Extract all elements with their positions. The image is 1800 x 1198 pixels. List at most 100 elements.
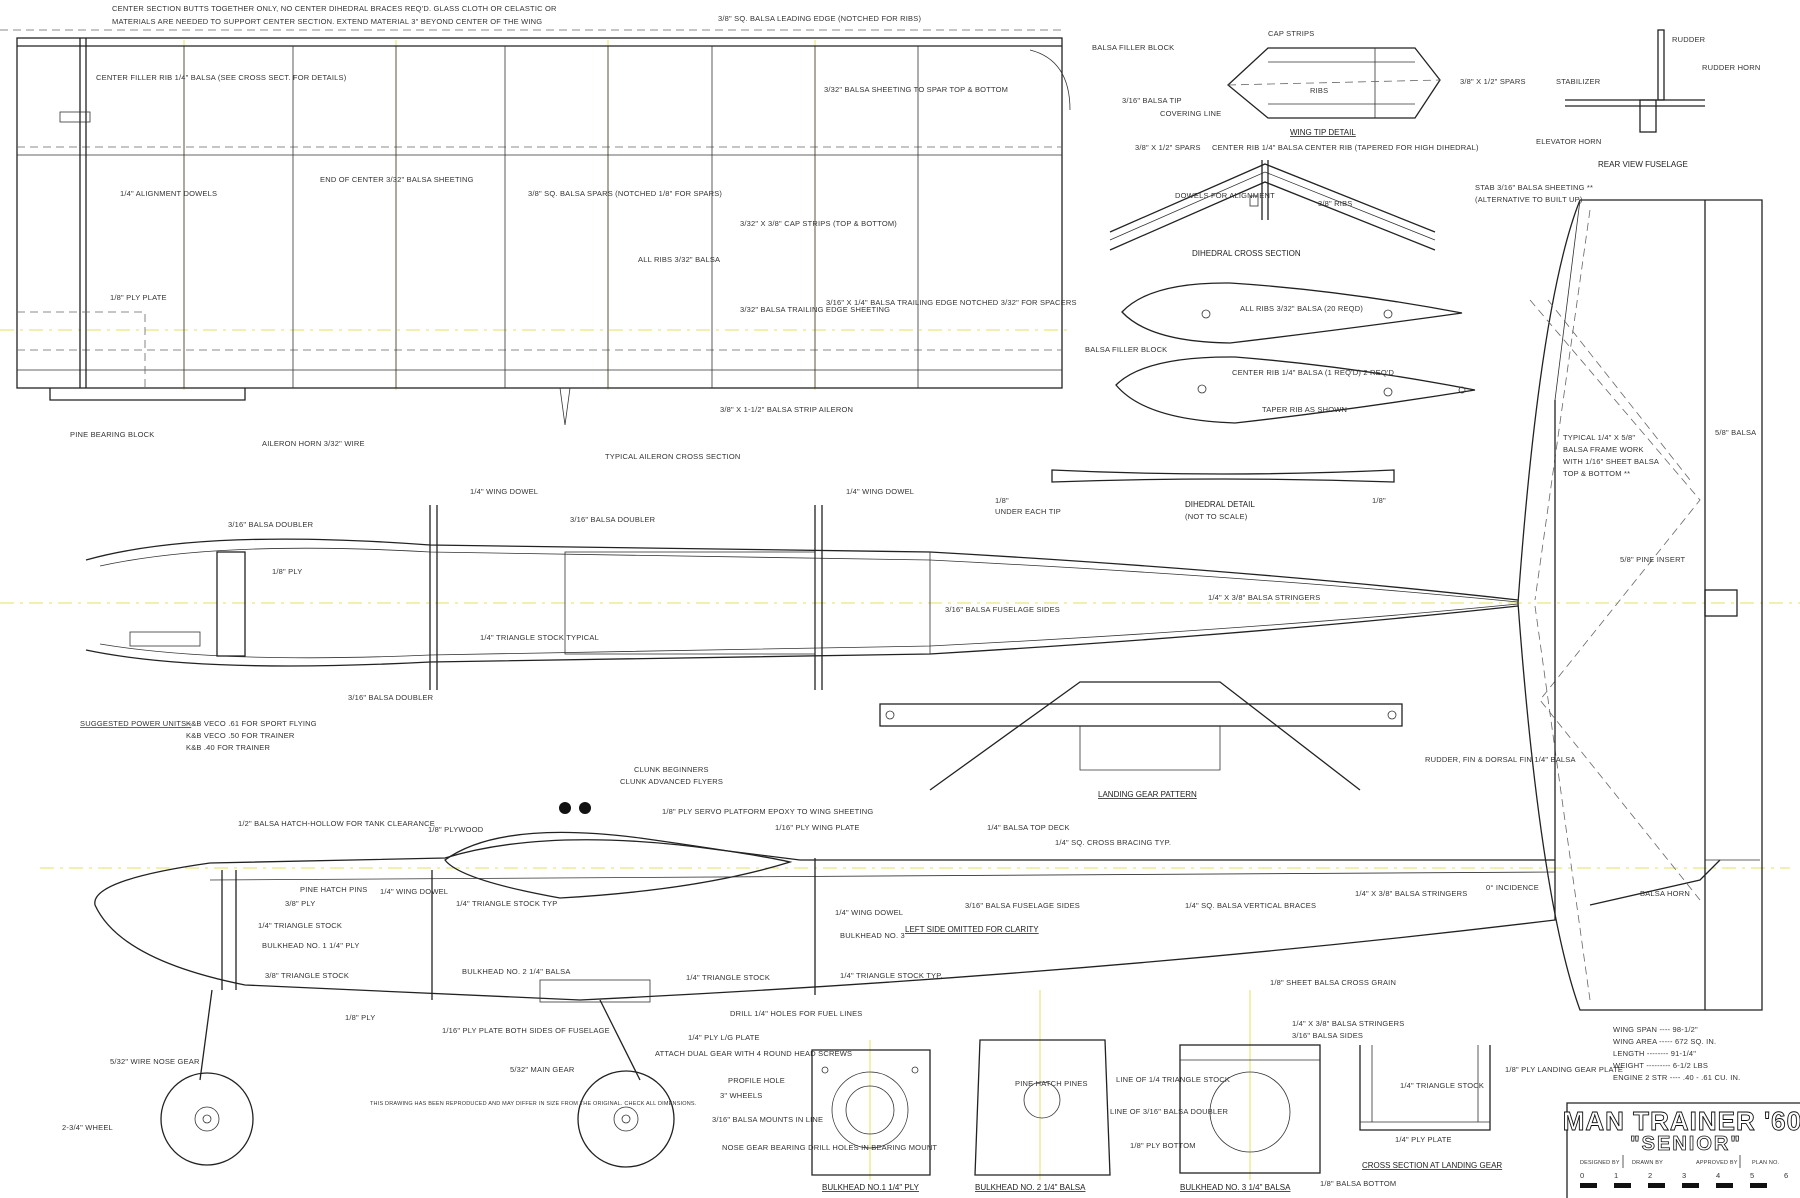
power-unit-item: K&B VECO .50 FOR TRAINER (186, 731, 295, 740)
side-label: BULKHEAD NO. 3 (840, 931, 905, 940)
wing-label: 3/8" SQ. BALSA SPARS (NOTCHED 1/8" FOR S… (528, 189, 722, 198)
dihedral-cross-title: DIHEDRAL CROSS SECTION (1192, 249, 1301, 258)
dihedral-label: DOWELS FOR ALIGNMENT (1175, 191, 1275, 200)
side-label: 1/4" TRIANGLE STOCK TYP (456, 899, 557, 908)
bulkhead-label: 1/4" X 3/8" BALSA STRINGERS (1292, 1019, 1404, 1028)
top-view-label: 1/4" TRIANGLE STOCK TYPICAL (480, 633, 599, 642)
side-label: 1/8" SHEET BALSA CROSS GRAIN (1270, 978, 1396, 987)
wing-label: 3/32" X 3/8" CAP STRIPS (TOP & BOTTOM) (740, 219, 897, 228)
rib-label: CENTER RIB 1/4" BALSA (1 REQ'D) 2 REQ'D (1232, 368, 1395, 377)
bulkhead-no1 (811, 1049, 931, 1176)
bulkhead-label: DRILL 1/4" HOLES FOR FUEL LINES (730, 1009, 863, 1018)
side-label: 5/32" MAIN GEAR (510, 1065, 575, 1074)
scale-tick-label: 6 (1784, 1171, 1788, 1180)
wing-label: 1/4" ALIGNMENT DOWELS (120, 189, 217, 198)
wing-label: TYPICAL AILERON CROSS SECTION (605, 452, 741, 461)
wing-tip-label: CAP STRIPS (1268, 29, 1314, 38)
bulkhead-label: PROFILE HOLE (728, 1076, 785, 1085)
side-label: 1/4" PLY L/G PLATE (688, 1033, 760, 1042)
top-view-label: 1/4" X 3/8" BALSA STRINGERS (1208, 593, 1320, 602)
dihedral-detail-label: 1/8" (1372, 496, 1386, 505)
scale-tick-label: 5 (1750, 1171, 1754, 1180)
title-cell: DRAWN BY (1632, 1160, 1663, 1166)
landing-gear-title: LANDING GEAR PATTERN (1098, 790, 1197, 799)
specifications: WING SPAN ---- 98-1/2" WING AREA ----- 6… (1613, 1025, 1740, 1082)
plan-subtitle: "SENIOR" (1630, 1133, 1742, 1155)
wing-tip-label: COVERING LINE (1160, 109, 1221, 118)
dihedral-detail-title: DIHEDRAL DETAIL (1185, 500, 1255, 509)
wing-label: CENTER FILLER RIB 1/4" BALSA (SEE CROSS … (96, 73, 347, 82)
side-label: 2-3/4" WHEEL (62, 1123, 113, 1132)
bulkhead-label: 1/4" TRIANGLE STOCK (1400, 1081, 1484, 1090)
spec-engine: ENGINE 2 STR ---- .40 - .61 CU. IN. (1613, 1073, 1740, 1082)
stab-label: STAB 3/16" BALSA SHEETING ** (1475, 183, 1593, 192)
wing-tip-title: WING TIP DETAIL (1290, 128, 1356, 137)
scale-tick-label: 1 (1614, 1171, 1618, 1180)
side-label: 1/4" TRIANGLE STOCK TYP. (840, 971, 943, 980)
bulkhead-label: NOSE GEAR BEARING DRILL HOLES IN BEARING… (722, 1143, 937, 1152)
side-label: 3/8" TRIANGLE STOCK (265, 971, 349, 980)
bulkhead-1-title: BULKHEAD NO.1 1/4" PLY (822, 1183, 920, 1192)
fuselage-top-view (85, 505, 1519, 690)
wing-tip-detail (1227, 47, 1441, 119)
top-view-label: 3/16" BALSA FUSELAGE SIDES (945, 605, 1060, 614)
spec-weight: WEIGHT --------- 6-1/2 LBS (1613, 1061, 1708, 1070)
top-view-label: 1/4" WING DOWEL (846, 487, 914, 496)
top-view-label: 1/8" PLY (272, 567, 302, 576)
side-label: 3/16" BALSA FUSELAGE SIDES (965, 901, 1080, 910)
side-label: CLUNK BEGINNERS (634, 765, 709, 774)
side-label: BULKHEAD NO. 2 1/4" BALSA (462, 967, 571, 976)
stab-label: (ALTERNATIVE TO BUILT UP) (1475, 195, 1583, 204)
side-label: 3/8" PLY (285, 899, 315, 908)
wing-label: BALSA FILLER BLOCK (1085, 345, 1167, 354)
power-unit-item: K&B .40 FOR TRAINER (186, 743, 270, 752)
dihedral-detail-label: UNDER EACH TIP (995, 507, 1061, 516)
cross-section-landing-gear (1359, 1045, 1491, 1131)
rib-profiles (1115, 282, 1476, 424)
side-label: 1/8" PLY SERVO PLATFORM EPOXY TO WING SH… (662, 807, 873, 816)
side-label: BULKHEAD NO. 1 1/4" PLY (262, 941, 360, 950)
dihedral-detail-subtitle: (NOT TO SCALE) (1185, 512, 1248, 521)
wing-label: AILERON HORN 3/32" WIRE (262, 439, 365, 448)
side-label: 1/4" SQ. BALSA VERTICAL BRACES (1185, 901, 1316, 910)
spec-length: LENGTH -------- 91-1/4" (1613, 1049, 1696, 1058)
bulkhead-no3 (1179, 1044, 1321, 1174)
title-cell: DESIGNED BY (1580, 1160, 1620, 1166)
stab-label: TOP & BOTTOM ** (1563, 469, 1630, 478)
rear-view-label: STABILIZER (1556, 77, 1601, 86)
wing-label: 3/16" X 1/4" BALSA TRAILING EDGE NOTCHED… (826, 298, 1077, 307)
side-label: BALSA HORN (1640, 889, 1690, 898)
side-label: 1/2" BALSA HATCH-HOLLOW FOR TANK CLEARAN… (238, 819, 435, 828)
rear-view-label: RUDDER (1672, 35, 1706, 44)
rear-view-fuselage (1565, 29, 1705, 133)
side-label: 5/32" WIRE NOSE GEAR (110, 1057, 200, 1066)
side-label: CLUNK ADVANCED FLYERS (620, 777, 723, 786)
side-label: 1/16" PLY PLATE BOTH SIDES OF FUSELAGE (442, 1026, 610, 1035)
side-label: 1/4" WING DOWEL (380, 887, 448, 896)
spec-wing-area: WING AREA ----- 672 SQ. IN. (1613, 1037, 1716, 1046)
wing-plan (0, 29, 1071, 426)
title-block: MAN TRAINER '60' "SENIOR" DESIGNED BY DR… (1562, 1102, 1800, 1198)
plan-title: MAN TRAINER '60' (1563, 1106, 1800, 1136)
rib-label: ALL RIBS 3/32" BALSA (20 REQD) (1240, 304, 1363, 313)
bulkhead-label: 1/4" PLY PLATE (1395, 1135, 1452, 1144)
bulkhead-3-title: BULKHEAD NO. 3 1/4" BALSA (1180, 1183, 1291, 1192)
reproduction-note: THIS DRAWING HAS BEEN REPRODUCED AND MAY… (370, 1101, 697, 1107)
bulkhead-label: 1/8" BALSA BOTTOM (1320, 1179, 1396, 1188)
bulkhead-label: LINE OF 3/16" BALSA DOUBLER (1110, 1107, 1228, 1116)
wing-tip-label: 3/16" BALSA TIP (1122, 96, 1182, 105)
landing-gear-pattern (879, 681, 1403, 791)
side-label: 1/4" BALSA TOP DECK (987, 823, 1070, 832)
rib-label: TAPER RIB AS SHOWN (1262, 405, 1347, 414)
side-label: 1/16" PLY WING PLATE (775, 823, 860, 832)
top-view-label: 3/16" BALSA DOUBLER (348, 693, 434, 702)
stab-label: 5/8" BALSA (1715, 428, 1756, 437)
wing-label: 3/32" BALSA SHEETING TO SPAR TOP & BOTTO… (824, 85, 1008, 94)
power-unit-item: K&B VECO .61 FOR SPORT FLYING (186, 719, 317, 728)
stab-label: BALSA FRAME WORK (1563, 445, 1644, 454)
title-cell: APPROVED BY (1696, 1160, 1738, 1166)
rear-view-label: ELEVATOR HORN (1536, 137, 1602, 146)
side-label: 1/8" PLYWOOD (428, 825, 484, 834)
centerlines (0, 40, 1800, 1180)
spec-wing-span: WING SPAN ---- 98-1/2" (1613, 1025, 1698, 1034)
